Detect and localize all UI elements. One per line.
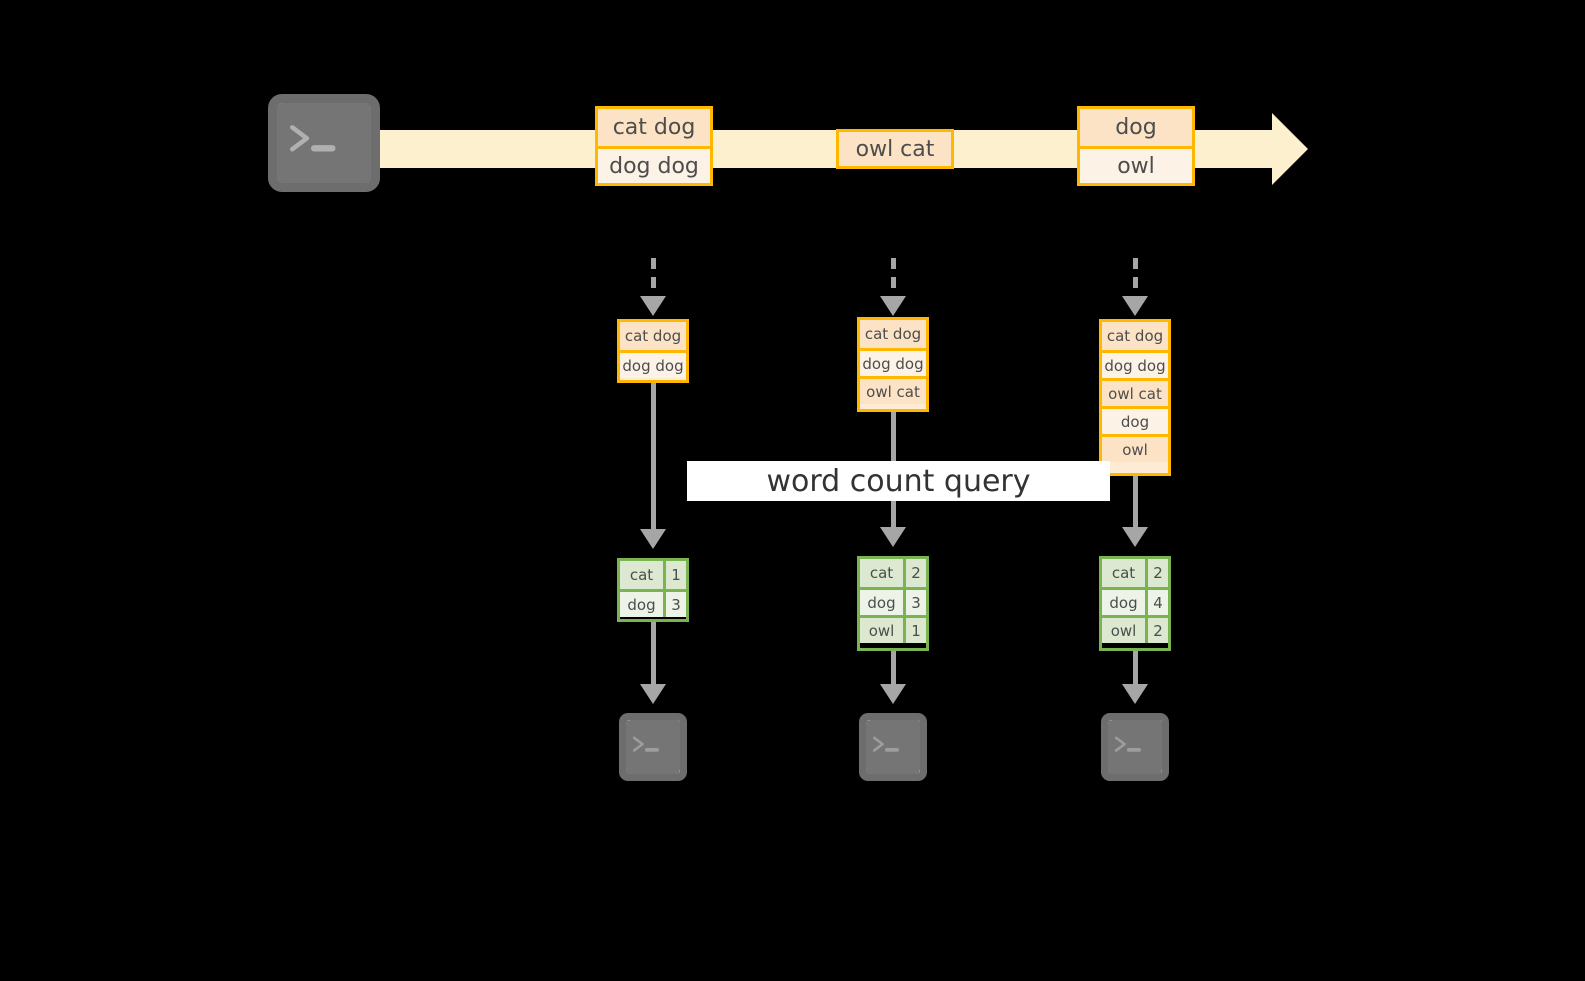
stream-message-line: cat dog (598, 109, 710, 146)
result-word: dog (620, 592, 663, 617)
stream-message-line: dog dog (598, 146, 710, 183)
result-table-3: cat 2 dog 4 owl 2 (1099, 556, 1171, 651)
snapshot-row: owl (1102, 434, 1168, 462)
result-word: owl (1102, 618, 1145, 643)
snapshot-to-result-arrowhead-1 (640, 529, 666, 549)
result-count: 1 (663, 561, 686, 589)
snapshot-row: dog dog (620, 350, 686, 378)
snapshot-row: cat dog (620, 322, 686, 350)
stream-arrow-head (1272, 113, 1308, 185)
stream-message-line: owl cat (839, 132, 951, 166)
result-word: cat (860, 559, 903, 587)
snapshot-to-result-arrowhead-3 (1122, 527, 1148, 547)
result-row: cat 2 (860, 559, 926, 587)
snapshot-table-3: cat dog dog dog owl cat dog owl (1099, 319, 1171, 476)
stream-message-line: dog (1080, 109, 1192, 146)
result-row: dog 3 (620, 589, 686, 617)
result-word: cat (1102, 559, 1145, 587)
source-terminal-icon (268, 94, 380, 192)
stream-to-snapshot-arrowhead-1 (640, 296, 666, 316)
sink-terminal-icon-3 (1101, 713, 1169, 781)
result-row: owl 1 (860, 615, 926, 643)
result-row: cat 1 (620, 561, 686, 589)
snapshot-to-result-arrowhead-2 (880, 527, 906, 547)
snapshot-row: cat dog (1102, 322, 1168, 350)
snapshot-table-1: cat dog dog dog (617, 319, 689, 383)
stream-message-group-3: dog owl (1077, 106, 1195, 186)
stream-to-snapshot-connector-3 (1133, 258, 1138, 302)
sink-terminal-icon-2 (859, 713, 927, 781)
result-count: 3 (903, 590, 926, 615)
stream-message-group-2: owl cat (836, 129, 954, 169)
snapshot-row: dog dog (1102, 350, 1168, 378)
result-word: dog (860, 590, 903, 615)
snapshot-row: dog (1102, 406, 1168, 434)
snapshot-to-result-connector-3 (1133, 476, 1138, 533)
result-count: 2 (1145, 618, 1168, 643)
result-count: 3 (663, 592, 686, 617)
stream-message-group-1: cat dog dog dog (595, 106, 713, 186)
stream-to-snapshot-arrowhead-3 (1122, 296, 1148, 316)
result-to-sink-connector-1 (651, 622, 656, 690)
query-label: word count query (687, 461, 1110, 501)
result-row: dog 3 (860, 587, 926, 615)
sink-terminal-icon-1 (619, 713, 687, 781)
stream-to-snapshot-connector-1 (651, 258, 656, 302)
snapshot-row: owl cat (1102, 378, 1168, 406)
result-to-sink-arrowhead-3 (1122, 684, 1148, 704)
stream-to-snapshot-connector-2 (891, 258, 896, 302)
result-to-sink-connector-2 (891, 651, 896, 690)
result-table-2: cat 2 dog 3 owl 1 (857, 556, 929, 651)
snapshot-table-2: cat dog dog dog owl cat (857, 317, 929, 412)
result-row: dog 4 (1102, 587, 1168, 615)
result-word: cat (620, 561, 663, 589)
result-count: 1 (903, 618, 926, 643)
result-word: owl (860, 618, 903, 643)
snapshot-row: dog dog (860, 348, 926, 376)
snapshot-to-result-connector-1 (651, 383, 656, 535)
result-row: cat 2 (1102, 559, 1168, 587)
result-count: 4 (1145, 590, 1168, 615)
result-count: 2 (1145, 559, 1168, 587)
result-to-sink-arrowhead-2 (880, 684, 906, 704)
stream-message-line: owl (1080, 146, 1192, 183)
snapshot-row: owl cat (860, 376, 926, 404)
result-count: 2 (903, 559, 926, 587)
result-table-1: cat 1 dog 3 (617, 558, 689, 622)
snapshot-row: cat dog (860, 320, 926, 348)
stream-to-snapshot-arrowhead-2 (880, 296, 906, 316)
result-word: dog (1102, 590, 1145, 615)
result-to-sink-connector-3 (1133, 651, 1138, 690)
result-to-sink-arrowhead-1 (640, 684, 666, 704)
result-row: owl 2 (1102, 615, 1168, 643)
